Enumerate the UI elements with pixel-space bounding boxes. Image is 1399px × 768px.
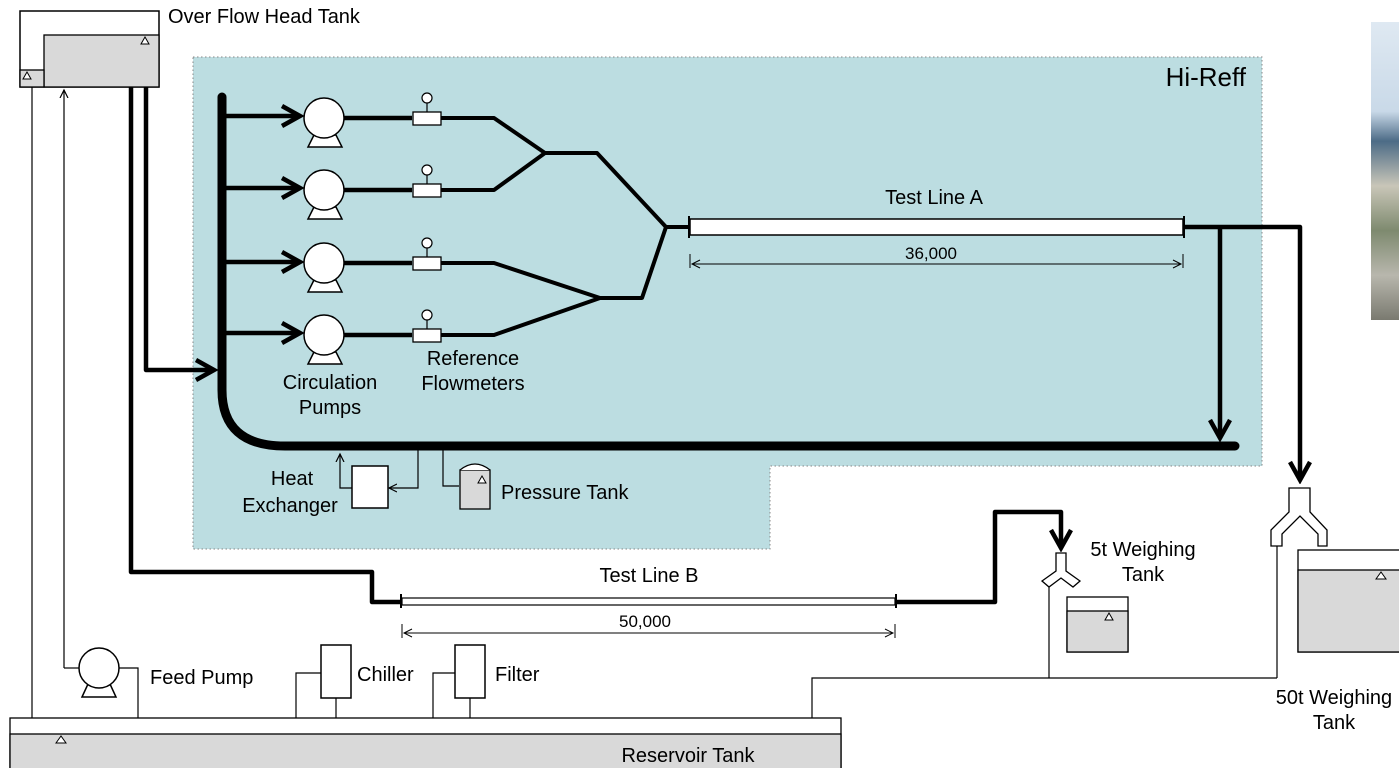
test-line-b-label: Test Line B bbox=[600, 565, 699, 587]
hireff-title: Hi-Reff bbox=[1166, 62, 1247, 92]
svg-text:Circulation: Circulation bbox=[283, 372, 377, 394]
svg-text:Exchanger: Exchanger bbox=[242, 495, 338, 517]
facility-photo bbox=[1371, 22, 1399, 320]
heat-exchanger bbox=[352, 466, 388, 508]
test-line-b-length: 50,000 bbox=[619, 612, 671, 631]
test-line-a-length: 36,000 bbox=[905, 244, 957, 263]
weighing-tank-5t bbox=[1067, 597, 1128, 652]
test-line-a-pipe bbox=[690, 219, 1183, 235]
reservoir-tank-label: Reservoir Tank bbox=[621, 745, 755, 767]
svg-text:Heat: Heat bbox=[271, 468, 314, 490]
test-line-b-outlet-pipe bbox=[896, 512, 1061, 602]
svg-text:Flowmeters: Flowmeters bbox=[421, 373, 524, 395]
svg-text:Tank: Tank bbox=[1313, 712, 1356, 734]
weighing-tank-50t-label: 50t Weighing Tank bbox=[1276, 687, 1392, 734]
diverter-50t bbox=[1271, 488, 1327, 546]
svg-text:5t Weighing: 5t Weighing bbox=[1090, 539, 1195, 561]
filter-label: Filter bbox=[495, 664, 540, 686]
filter bbox=[455, 645, 485, 698]
overflow-head-tank-label: Over Flow Head Tank bbox=[168, 6, 361, 28]
pressure-tank-label: Pressure Tank bbox=[501, 482, 629, 504]
pressure-tank bbox=[460, 464, 490, 509]
svg-text:Tank: Tank bbox=[1122, 564, 1165, 586]
test-line-a-label: Test Line A bbox=[885, 187, 984, 209]
diverter-5t bbox=[1042, 553, 1080, 587]
chiller bbox=[321, 645, 351, 698]
weighing-tank-50t bbox=[1298, 550, 1399, 652]
feed-pump bbox=[79, 648, 119, 697]
overflow-head-tank bbox=[20, 11, 159, 87]
test-line-b-pipe bbox=[402, 598, 895, 605]
chiller-label: Chiller bbox=[357, 664, 414, 686]
drain-return-line bbox=[812, 678, 1277, 733]
svg-text:Pumps: Pumps bbox=[299, 397, 361, 419]
svg-text:50t Weighing: 50t Weighing bbox=[1276, 687, 1392, 709]
weighing-tank-5t-label: 5t Weighing Tank bbox=[1090, 539, 1195, 586]
feed-pump-label: Feed Pump bbox=[150, 667, 253, 689]
svg-text:Reference: Reference bbox=[427, 348, 519, 370]
